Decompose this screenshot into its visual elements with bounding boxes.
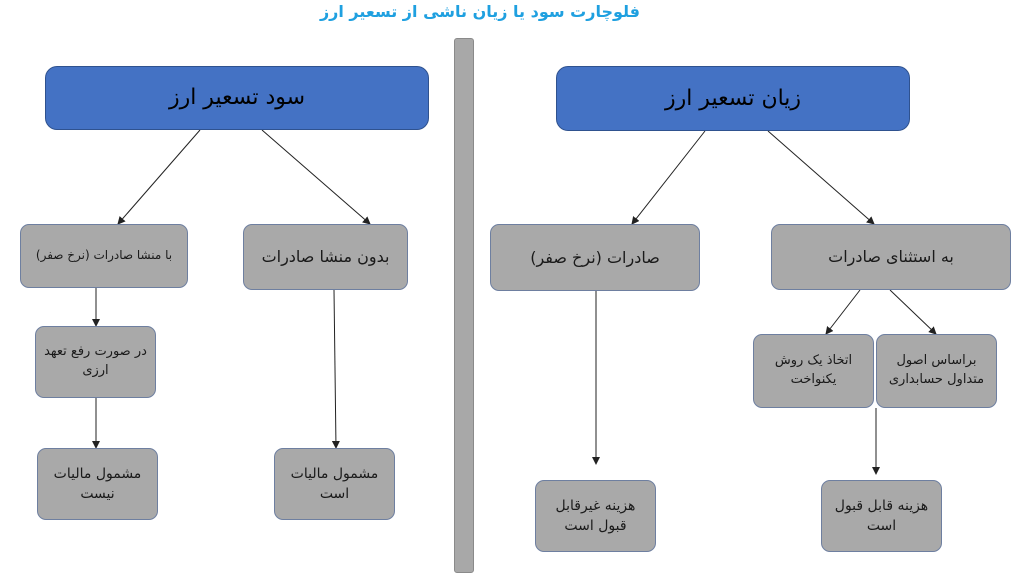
arrow-right-except-to-consistent — [825, 289, 861, 335]
profit-condition-box: در صورت رفع تعهد ارزی — [35, 326, 156, 398]
loss-consistent-method-label: اتخاذ یک روش یکنواخت — [774, 353, 853, 387]
loss-nondeductible-label: هزینه غیرقابل قبول است — [555, 497, 636, 534]
center-divider — [454, 38, 474, 573]
profit-header-box: سود تسعیر ارز — [45, 66, 429, 130]
loss-accounting-method-box: براساس اصول متداول حسابداری — [876, 334, 997, 408]
arrow-left-header-to-no-export — [261, 129, 371, 225]
loss-except-box: به استثنای صادرات — [771, 224, 1011, 290]
profit-exempt-label: مشمول مالیات نیست — [53, 465, 142, 502]
loss-header-label: زیان تسعیر ارز — [664, 85, 802, 111]
arrow-right-except-to-accounting — [889, 289, 937, 335]
arrow-right-header-to-except — [767, 130, 875, 225]
profit-condition-label: در صورت رفع تعهد ارزی — [44, 344, 147, 378]
profit-export-label: با منشا صادرات (نرخ صفر) — [35, 248, 173, 263]
profit-taxable-box: مشمول مالیات است — [274, 448, 395, 520]
arrow-right-header-to-export — [631, 130, 706, 225]
loss-deductible-box: هزینه قابل قبول است — [821, 480, 942, 552]
loss-export-label: صادرات (نرخ صفر) — [530, 247, 660, 267]
loss-consistent-method-box: اتخاذ یک روش یکنواخت — [753, 334, 874, 408]
profit-no-export-box: بدون منشا صادرات — [243, 224, 408, 290]
loss-deductible-label: هزینه قابل قبول است — [834, 497, 929, 534]
loss-export-box: صادرات (نرخ صفر) — [490, 224, 700, 291]
page-title: فلوچارت سود یا زیان ناشی از تسعیر ارز — [319, 2, 641, 21]
arrow-left-header-to-export — [117, 129, 201, 225]
profit-exempt-box: مشمول مالیات نیست — [37, 448, 158, 520]
loss-nondeductible-box: هزینه غیرقابل قبول است — [535, 480, 656, 552]
profit-header-label: سود تسعیر ارز — [168, 85, 306, 111]
profit-no-export-label: بدون منشا صادرات — [261, 247, 390, 267]
loss-accounting-method-label: براساس اصول متداول حسابداری — [888, 353, 985, 387]
loss-except-label: به استثنای صادرات — [828, 247, 954, 267]
profit-export-box: با منشا صادرات (نرخ صفر) — [20, 224, 188, 288]
profit-taxable-label: مشمول مالیات است — [290, 465, 379, 502]
loss-header-box: زیان تسعیر ارز — [556, 66, 910, 131]
arrow-left-no-export-to-taxable — [331, 289, 340, 449]
